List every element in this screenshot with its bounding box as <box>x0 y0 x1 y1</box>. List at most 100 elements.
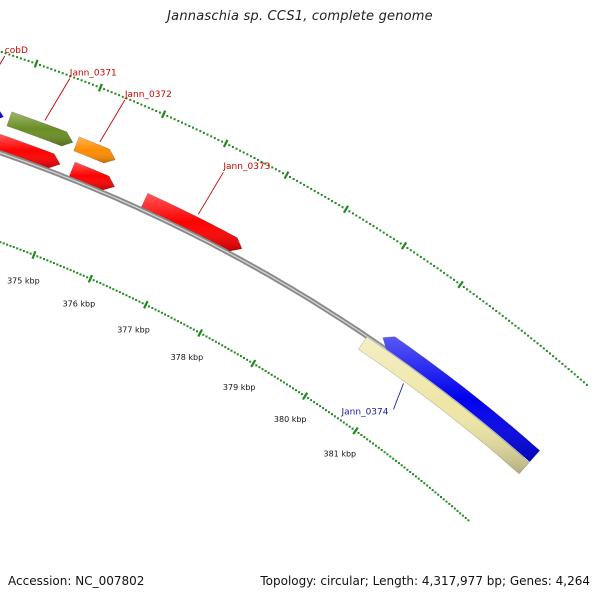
inner-ring-dot <box>246 358 249 361</box>
outer-ring-dot <box>406 247 409 249</box>
outer-ring-major-tick <box>457 280 464 289</box>
outer-ring-dot <box>184 123 187 126</box>
gene-label[interactable]: Jann_0371 <box>69 69 117 79</box>
inner-ring-dot <box>273 375 276 378</box>
inner-ring-dot <box>160 311 163 314</box>
inner-ring-dot <box>366 438 369 441</box>
outer-ring-dot <box>382 231 385 234</box>
outer-ring-dot <box>582 381 585 384</box>
inner-ring-major-tick <box>352 426 359 435</box>
outer-ring-dot <box>192 126 194 129</box>
gene-label[interactable]: Jann_0374 <box>341 407 389 417</box>
gene-arrow[interactable] <box>382 336 541 463</box>
gene-label-leader <box>198 171 224 215</box>
inner-ring-dot <box>298 391 301 394</box>
gene-arrow[interactable] <box>0 133 61 169</box>
gene-arrow[interactable] <box>69 161 116 191</box>
gene-label-leader <box>99 99 126 143</box>
gene-label[interactable]: cobD <box>5 46 28 56</box>
outer-ring-dot <box>19 57 22 60</box>
outer-ring-dot <box>514 324 517 327</box>
inner-ring-dot <box>348 425 351 428</box>
inner-ring-dot <box>383 451 386 454</box>
outer-ring-dot <box>472 293 475 296</box>
outer-ring-dot <box>488 305 491 308</box>
outer-ring-dot <box>436 267 439 270</box>
outer-ring-dot <box>482 300 485 303</box>
outer-ring-dot <box>173 118 176 121</box>
outer-ring-dot <box>136 102 139 104</box>
tick-label: 377 kbp <box>117 325 150 334</box>
inner-ring-dot <box>357 431 360 434</box>
gene-cobD[interactable] <box>0 92 4 121</box>
inner-ring-dot <box>400 464 403 467</box>
outer-ring-dot <box>121 95 124 98</box>
outer-ring-dot <box>456 281 459 284</box>
outer-ring-dot <box>140 103 143 106</box>
inner-ring-dot <box>295 389 297 392</box>
outer-ring-dot <box>166 114 169 117</box>
outer-ring-dot <box>206 133 209 136</box>
outer-ring-dot <box>570 370 573 373</box>
inner-ring-dot <box>261 368 264 371</box>
inner-ring-dot <box>328 411 330 414</box>
inner-ring-dot <box>372 442 374 445</box>
outer-ring-major-tick <box>33 59 39 68</box>
inner-ring-dot <box>392 457 395 460</box>
outer-ring-dot <box>4 52 7 55</box>
outer-ring-dot <box>313 189 316 192</box>
outer-ring-major-tick <box>222 139 229 148</box>
outer-ring-dot <box>372 225 375 228</box>
outer-ring-dot <box>217 138 220 141</box>
outer-ring-dot <box>351 212 354 215</box>
outer-ring-dot <box>564 365 567 368</box>
outer-ring-dot <box>8 53 11 56</box>
outer-ring-dot <box>264 162 267 165</box>
inner-ring-dot <box>434 491 437 494</box>
inner-ring-dot <box>131 297 134 300</box>
gene-Jann_0374[interactable] <box>357 336 530 475</box>
inner-ring-dot <box>316 403 319 406</box>
outer-ring-dot <box>271 166 274 169</box>
inner-ring-dot <box>360 434 363 436</box>
inner-ring-dot <box>412 473 414 476</box>
genome-backbone <box>0 150 526 459</box>
outer-ring-dot <box>91 83 94 86</box>
outer-ring-dot <box>73 76 76 79</box>
outer-ring-dot <box>257 158 259 161</box>
gene-Jann_0372[interactable] <box>73 136 116 164</box>
gene-Jann_0371[interactable] <box>6 111 74 147</box>
outer-ring-dot <box>106 89 109 92</box>
inner-ring-dot <box>96 280 98 283</box>
inner-ring-dot <box>164 313 167 316</box>
tick-label: 376 kbp <box>63 300 96 309</box>
outer-ring-dot <box>358 216 361 219</box>
tick-label: 375 kbp <box>7 276 40 285</box>
gene-label[interactable]: Jann_0373 <box>222 162 270 172</box>
inner-ring-dot <box>386 453 389 456</box>
inner-ring-dot <box>12 246 15 249</box>
outer-ring-dot <box>334 202 337 204</box>
inner-ring-dot <box>49 260 52 263</box>
inner-ring-dot <box>276 377 279 380</box>
outer-ring-dot <box>39 64 41 66</box>
outer-ring-dot <box>389 235 392 238</box>
outer-ring-dot <box>320 193 323 196</box>
gene-Jann_0373[interactable] <box>141 192 243 252</box>
gene-label-leader <box>0 55 6 65</box>
map-title: Jannaschia sp. CCS1, complete genome <box>167 9 433 24</box>
gene-label[interactable]: Jann_0372 <box>124 90 172 100</box>
outer-ring-dot <box>327 197 330 200</box>
outer-ring-dot <box>317 191 320 194</box>
inner-ring-major-tick <box>31 250 37 260</box>
inner-ring-dot <box>464 517 467 519</box>
inner-ring-dot <box>9 244 12 247</box>
inner-ring-dot <box>406 468 409 471</box>
outer-ring-major-tick <box>283 171 290 180</box>
outer-ring-dot <box>253 157 256 159</box>
outer-ring-dot <box>27 60 30 62</box>
outer-ring-dot <box>523 332 526 335</box>
inner-ring-dot <box>389 455 392 458</box>
outer-ring-dot <box>392 238 395 241</box>
inner-ring-dot <box>115 289 118 292</box>
